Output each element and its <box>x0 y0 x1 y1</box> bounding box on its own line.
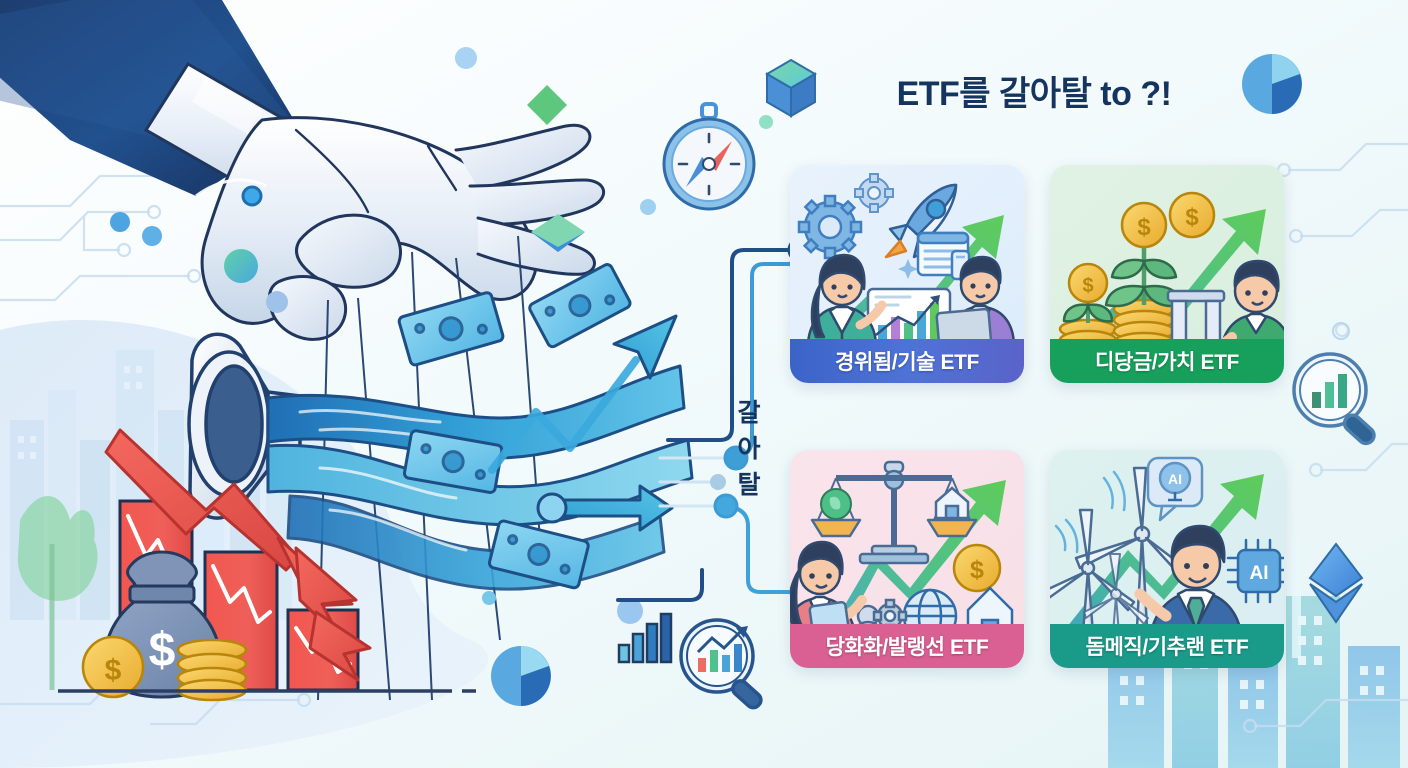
dollar-coin-icon: $ <box>1168 191 1216 239</box>
card-value-etf[interactable]: $ $ $ <box>1050 165 1284 383</box>
diamond-icon <box>527 85 567 125</box>
card-thematic-etf[interactable]: AI AI <box>1050 450 1284 668</box>
compass-icon <box>662 102 756 211</box>
house-icon <box>934 486 970 520</box>
svg-text:$: $ <box>149 624 176 677</box>
cube-icon <box>765 58 817 118</box>
card-diversify-etf[interactable]: $ <box>790 450 1024 668</box>
svg-text:$: $ <box>105 654 122 687</box>
connector-node <box>710 474 726 490</box>
gear-icon <box>854 173 894 213</box>
ai-bubble-icon: AI <box>1146 456 1204 522</box>
robot-puppeteer-scene: $ $ <box>0 0 694 702</box>
balance-scale-icon <box>810 460 978 565</box>
connector-node <box>723 445 749 471</box>
connector-node <box>713 493 739 519</box>
vertical-label-galatal: 갈 아 탈 <box>730 395 768 503</box>
svg-text:AI: AI <box>1250 563 1269 584</box>
card-thematic-label: 돔메직/기추랜 ETF <box>1050 624 1284 668</box>
pie-chart-icon <box>491 646 551 706</box>
card-diversify-label: 당화화/발랭선 ETF <box>790 624 1024 668</box>
svg-text:AI: AI <box>1168 471 1182 487</box>
svg-text:$: $ <box>1185 204 1199 231</box>
page-title: ETF를 갈아탈 to ?! <box>896 75 1172 113</box>
vertical-label-char-1: 갈 <box>737 399 761 427</box>
svg-text:$: $ <box>970 556 984 584</box>
gem-icon <box>531 214 585 252</box>
card-value-label: 디당금/가치 ETF <box>1050 339 1284 383</box>
vertical-label-char-3: 탈 <box>737 471 761 499</box>
gear-icon <box>797 194 863 260</box>
browser-window-icon <box>916 231 971 281</box>
pie-chart-icon <box>1242 54 1302 114</box>
card-tech-label: 경위됨/기술 ETF <box>790 339 1024 383</box>
woman-presenter <box>806 253 887 349</box>
magnifier-chart-icon <box>679 618 763 710</box>
gem-icon <box>1308 542 1364 624</box>
vertical-label-char-2: 아 <box>737 435 761 463</box>
magnifier-bars-icon <box>1292 352 1376 446</box>
svg-text:$: $ <box>1137 214 1151 241</box>
dollar-coin-icon: $ <box>952 543 1002 593</box>
bar-chart-icon <box>617 612 673 664</box>
svg-text:$: $ <box>1082 275 1093 297</box>
card-tech-etf[interactable]: 경위됨/기술 ETF <box>790 165 1024 383</box>
ai-chip-icon: AI <box>1226 538 1284 604</box>
